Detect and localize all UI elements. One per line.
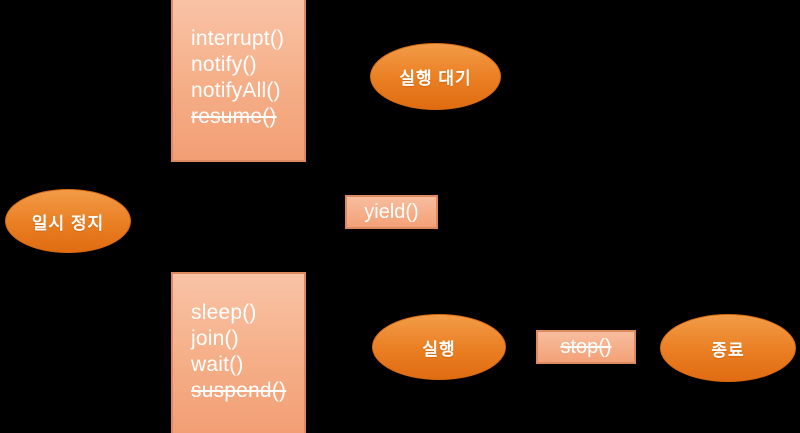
method-label-join: join(): [191, 327, 239, 350]
stop-label: stop(): [560, 335, 612, 358]
state-ellipse-running: 실행: [372, 314, 506, 380]
bottom-method-box-lines: sleep() join() wait() suspend(): [173, 274, 304, 404]
state-ellipse-runnable: 실행 대기: [370, 43, 501, 110]
method-label-sleep: sleep(): [191, 301, 257, 324]
bottom-method-box: sleep() join() wait() suspend(): [171, 272, 306, 433]
state-label-paused: 일시 정지: [31, 213, 105, 233]
method-label-wait: wait(): [191, 353, 244, 376]
method-label-notifyall: notifyAll(): [191, 79, 281, 102]
state-ellipse-paused: 일시 정지: [5, 189, 131, 253]
state-label-runnable: 실행 대기: [399, 69, 472, 88]
method-label-notify: notify(): [191, 53, 257, 76]
top-method-box: interrupt() notify() notifyAll() resume(…: [171, 0, 306, 162]
state-label-running: 실행: [422, 339, 456, 359]
yield-action-box: yield(): [345, 195, 438, 229]
state-ellipse-terminated: 종료: [660, 314, 796, 382]
method-label-interrupt: interrupt(): [191, 27, 285, 50]
method-label-suspend: suspend(): [191, 379, 287, 402]
stop-action-box: stop(): [536, 330, 636, 364]
yield-label: yield(): [364, 200, 419, 223]
state-label-terminated: 종료: [711, 340, 745, 360]
top-method-box-lines: interrupt() notify() notifyAll() resume(…: [173, 0, 304, 130]
method-label-resume: resume(): [191, 105, 277, 128]
